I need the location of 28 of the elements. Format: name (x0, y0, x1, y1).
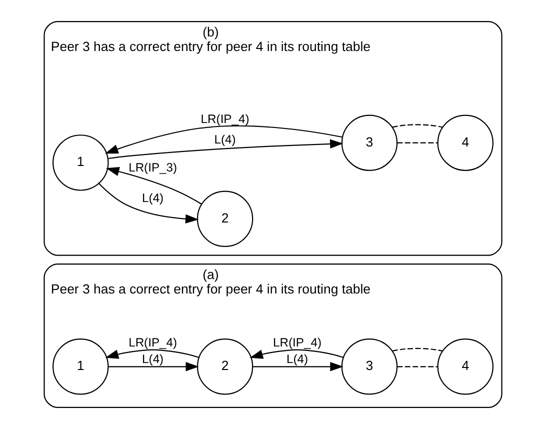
node-circle: 2 (196, 190, 253, 248)
edge-label: L(4) (142, 191, 164, 206)
node-circle: 4 (436, 338, 493, 395)
arrow (108, 139, 343, 160)
edge-label: LR(IP_3) (128, 160, 177, 174)
connector (392, 348, 442, 352)
connector (396, 366, 438, 368)
edge-label: LR(IP_4) (272, 336, 321, 350)
arrow (108, 362, 198, 372)
arrow (249, 349, 343, 359)
node-circle: 4 (436, 114, 493, 171)
edge-label: L(4) (214, 132, 236, 147)
node-circle: 3 (340, 338, 398, 395)
connector (396, 142, 438, 144)
node-circle: 3 (340, 114, 398, 171)
edge-label: LR(IP_4) (200, 112, 249, 126)
edge-label: LR(IP_4) (128, 336, 177, 350)
edge-label: L(4) (142, 352, 164, 366)
node-circle: 1 (52, 134, 108, 191)
arrow (252, 362, 343, 372)
connector (392, 124, 442, 128)
node-circle: 2 (196, 338, 253, 395)
arrow (104, 125, 342, 154)
edge-label: L(4) (286, 352, 308, 366)
arrow (104, 349, 198, 359)
arrow (98, 183, 198, 224)
node-circle: 1 (52, 338, 108, 395)
arrow (105, 166, 202, 204)
